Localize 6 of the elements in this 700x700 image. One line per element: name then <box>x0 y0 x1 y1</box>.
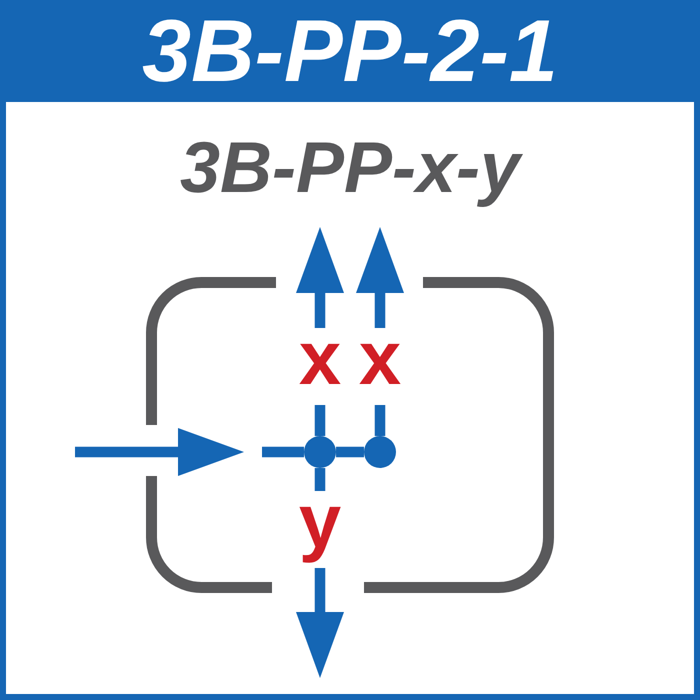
housing-outline <box>146 277 554 593</box>
connector-line <box>262 446 304 458</box>
junction-dot <box>304 436 336 468</box>
title: 3B-PP-2-1 <box>142 10 558 90</box>
junction-dot <box>364 436 396 468</box>
arrow <box>75 428 244 476</box>
